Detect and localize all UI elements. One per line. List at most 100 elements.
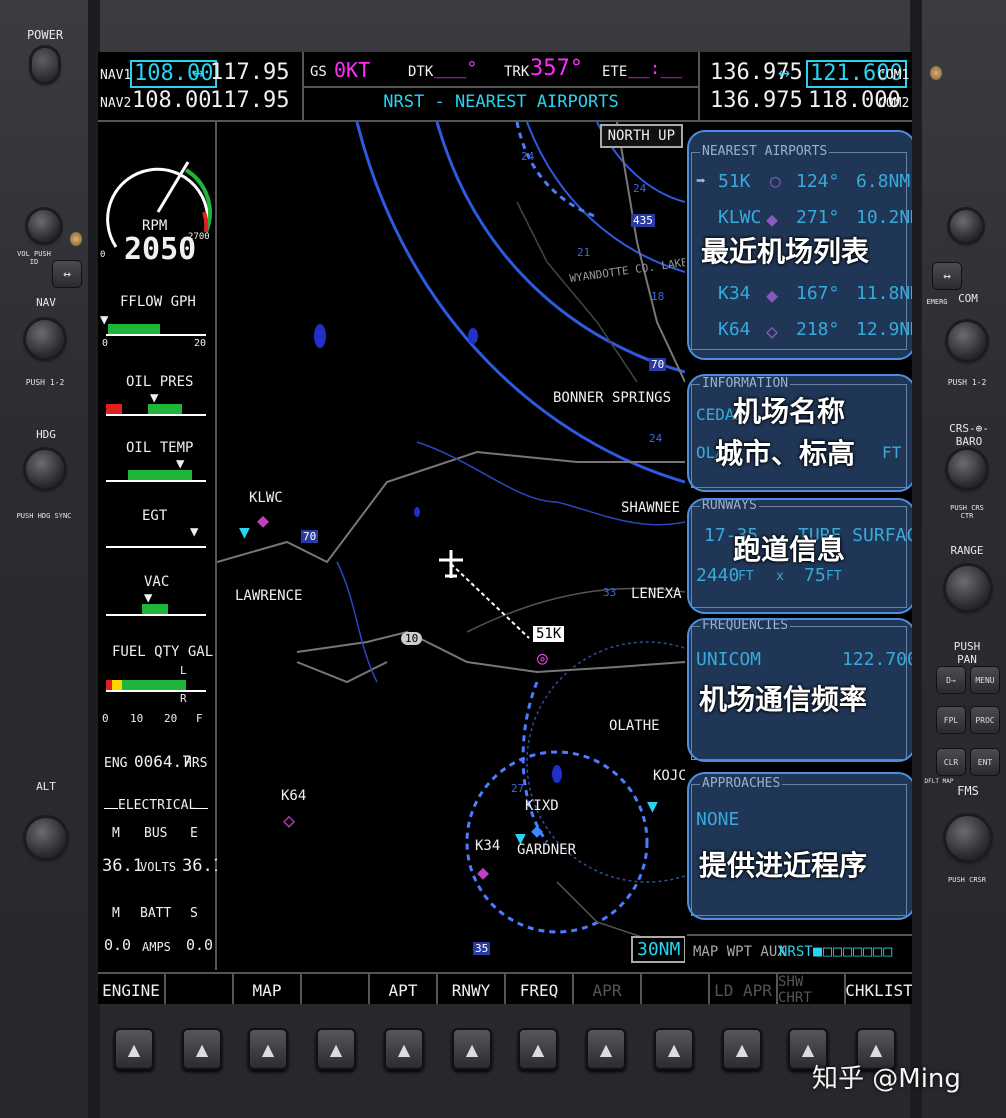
com1-standby-freq[interactable]: 136.975	[710, 60, 803, 85]
volume-knob[interactable]	[28, 210, 60, 242]
com-knob-label: COM	[958, 292, 978, 305]
power-button[interactable]	[32, 48, 58, 82]
softkey-3-button[interactable]: ▲	[248, 1028, 288, 1070]
oil-temp-label: OIL TEMP	[126, 440, 194, 456]
alt-knob[interactable]	[26, 818, 66, 858]
com2-standby-freq[interactable]: 136.975	[710, 88, 803, 113]
rpm-gauge	[106, 161, 212, 248]
divider	[104, 808, 118, 809]
com2-active-freq[interactable]: 118.000	[808, 88, 901, 113]
softkey-5-button[interactable]: ▲	[384, 1028, 424, 1070]
softkey-4-button[interactable]: ▲	[316, 1028, 356, 1070]
softkey-9-button[interactable]: ▲	[654, 1028, 694, 1070]
runway-flag-icon: ▼	[239, 522, 250, 543]
altitude-label: 33	[603, 586, 617, 599]
softkey-6-button[interactable]: ▲	[452, 1028, 492, 1070]
fpl-button[interactable]: FPL	[936, 706, 966, 734]
divider	[192, 808, 208, 809]
oil-pres-gauge	[106, 404, 206, 416]
hdg-knob[interactable]	[26, 450, 64, 488]
range-joystick[interactable]	[946, 566, 990, 610]
engine-instrument-strip: RPM 2050 0 2700 FFLOW GPH ▼ 0 20 OIL PRE…	[98, 122, 223, 970]
airport-id: 51K	[718, 171, 751, 192]
north-up-indicator[interactable]: NORTH UP	[599, 124, 683, 148]
range-label: RANGE	[950, 544, 984, 557]
softkey-12-button[interactable]: ▲	[856, 1028, 896, 1070]
oil-pres-red-band	[106, 404, 122, 414]
amps-s-value: 0.0	[186, 936, 214, 954]
approach-value[interactable]: NONE	[696, 809, 740, 830]
fms-knob[interactable]	[946, 816, 990, 860]
airport-id: K64	[718, 319, 751, 340]
map-label-k34: K34	[475, 838, 501, 854]
softkey-11-button[interactable]: ▲	[788, 1028, 828, 1070]
dflt-map-label: DFLT MAP	[924, 778, 954, 785]
oil-temp-gauge	[106, 470, 206, 482]
airport-bearing: 218°	[796, 319, 840, 340]
nearest-airports-title: NEAREST AIRPORTS	[700, 144, 830, 159]
airport-icon: ◇	[766, 319, 779, 343]
ete-label: ETE	[602, 64, 628, 80]
annotation-approaches: 提供进近程序	[699, 849, 868, 882]
runway-width: 75	[804, 565, 826, 586]
direct-to-button[interactable]: D→	[936, 666, 966, 694]
airport-icon[interactable]: ◆	[477, 860, 490, 884]
airport-icon[interactable]: ◆	[257, 508, 270, 532]
softkey-8-button[interactable]: ▲	[586, 1028, 626, 1070]
nav1-active-freq[interactable]: 108.00	[130, 60, 218, 88]
nav1-standby-freq[interactable]: 117.95	[210, 60, 290, 85]
nav2-standby-freq[interactable]: 117.95	[210, 88, 290, 113]
information-title: INFORMATION	[700, 376, 791, 391]
com-swap-button[interactable]: ↔	[932, 262, 962, 290]
fflow-min: 0	[102, 338, 109, 349]
nav1-label: NAV1	[100, 68, 132, 83]
bus-e-label: E	[190, 826, 198, 841]
page-title: NRST - NEAREST AIRPORTS	[383, 92, 619, 112]
softkey-1-button[interactable]: ▲	[114, 1028, 154, 1070]
rpm-value: 2050	[124, 232, 197, 267]
nav-knob[interactable]	[26, 320, 64, 358]
highway-shield: 10	[401, 632, 423, 645]
airport-bearing: 167°	[796, 283, 840, 304]
frequency-name[interactable]: UNICOM	[696, 649, 762, 670]
push-pan-label: PUSH PAN	[953, 640, 981, 666]
airport-distance: 12.9NM	[856, 319, 912, 340]
softkey-10-button[interactable]: ▲	[722, 1028, 762, 1070]
com-knob[interactable]	[948, 322, 986, 360]
softkey-label-chklist: CHKLIST	[845, 980, 912, 1000]
nav-push-label: PUSH 1-2	[25, 378, 65, 387]
fuel-tick-10: 10	[130, 712, 144, 725]
airport-icon[interactable]: ◇	[283, 808, 296, 832]
map-range[interactable]: 30NM	[631, 936, 685, 963]
selected-arrow-icon: ➡	[696, 171, 706, 190]
com-volume-knob[interactable]	[950, 210, 982, 242]
menu-button[interactable]: MENU	[970, 666, 1000, 694]
ent-button[interactable]: ENT	[970, 748, 1000, 776]
altitude-label: 24	[521, 150, 535, 163]
map-label-gardner: GARDNER	[517, 842, 577, 858]
softkey-label-engine: ENGINE	[98, 974, 166, 1004]
clr-button[interactable]: CLR	[936, 748, 966, 776]
bus-m-label: M	[112, 826, 120, 841]
runway-length: 2440	[696, 565, 740, 586]
interstate-shield: 435	[631, 214, 655, 227]
airport-icon[interactable]: ◎	[537, 648, 548, 669]
softkey-2-button[interactable]: ▲	[182, 1028, 222, 1070]
amps-m-value: 0.0	[104, 936, 132, 954]
softkey-7-button[interactable]: ▲	[518, 1028, 558, 1070]
runway-id[interactable]: 17-35	[704, 525, 759, 546]
airport-distance: 6.8NM	[856, 171, 911, 192]
airport-icon: ◆	[766, 283, 779, 307]
mfd-screen: NAV1 108.00 ↔ 117.95 NAV2 108.00 117.95 …	[98, 52, 912, 1004]
proc-button[interactable]: PROC	[970, 706, 1000, 734]
moving-map[interactable]: NORTH UP KLWC ◆ ▼ LAWRENCE K64 ◇ BONNER …	[217, 122, 685, 970]
nav-swap-button[interactable]: ↔	[52, 260, 82, 288]
volts-label: VOLTS	[140, 860, 177, 874]
approaches-box: APPROACHES NONE	[691, 776, 907, 916]
nav2-active-freq[interactable]: 108.00	[132, 88, 212, 113]
com1-active-freq[interactable]: 121.600	[806, 60, 907, 88]
airport-icon[interactable]: ◆	[531, 818, 544, 842]
frequency-value[interactable]: 122.700	[842, 649, 912, 670]
softkey-label-blank	[166, 974, 234, 1004]
crs-baro-knob[interactable]	[948, 450, 986, 488]
